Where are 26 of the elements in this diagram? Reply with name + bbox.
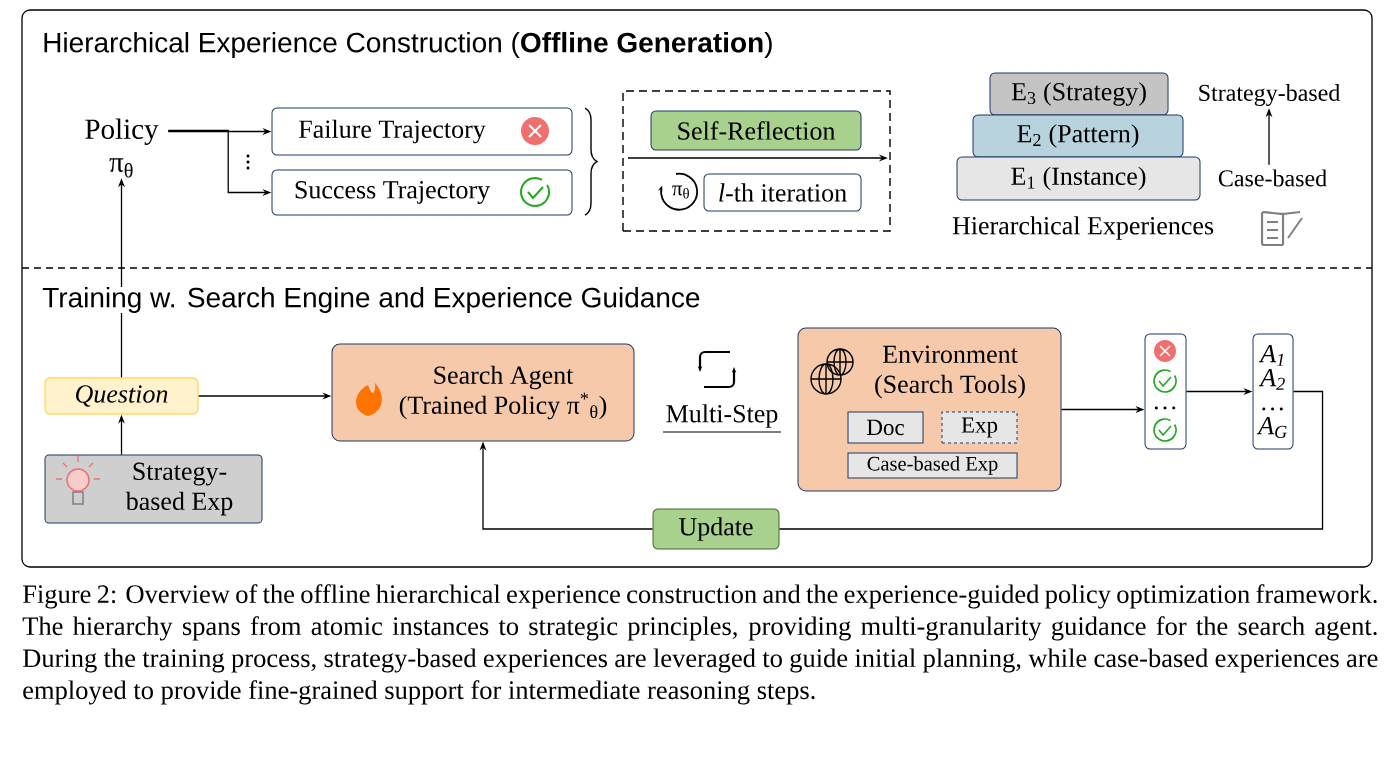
stack-caption: Hierarchical Experiences	[952, 216, 1214, 240]
tool-box: Exp	[941, 411, 1018, 444]
level-box: E$_{2}$ (Pattern)	[972, 114, 1184, 158]
agent-box: Search Agent (Trained Policy π$^{*}$$_{θ}$)	[331, 343, 635, 442]
level-box: E$_{1}$ (Instance)	[956, 156, 1201, 201]
trajectory-box: Failure Trajectory	[271, 107, 573, 156]
section-title: Hierarchical Experience Construction (Offline Generation)	[44, 31, 772, 59]
result-column: …	[1144, 333, 1187, 450]
iteration-box: l-th iteration	[703, 173, 862, 212]
tool-box: Case-based Exp	[847, 452, 1018, 479]
level-box: E$_{3}$ (Strategy)	[989, 72, 1169, 116]
level-label: Case-based	[1218, 169, 1327, 187]
policy-symbol: π$_{θ}$	[672, 185, 689, 199]
experience-box: Strategy-based Exp	[44, 454, 263, 524]
answer-column: A$_{1}$ A$_{2}$ … A$_{G}$	[1252, 333, 1294, 450]
dashed-frame	[622, 90, 891, 232]
section-title: Training w. Search Engine and Experience Guidance	[42, 286, 701, 314]
caption: Figure 2: Overview of the offline hierarchical experience construction and the experience-guided policy optimization framework. The hierarchy spans from atomic instances to strategic principles, providing multi-granularity guidance for the search agent. During the training process, strategy-based experiences are leveraged to guide initial planning, while case-based experiences are employed to provide fine-grained support for intermediate reasoning steps.	[22, 584, 1378, 705]
trajectory-box: Success Trajectory	[271, 169, 573, 216]
policy-label: Policy π$_{θ}$	[85, 118, 159, 178]
question-box: Question	[44, 377, 199, 415]
step-label: Multi-Step	[662, 404, 782, 433]
update-box: Update	[652, 508, 780, 550]
level-label: Strategy-based	[1199, 84, 1341, 106]
reflection-box: Self-Reflection	[650, 110, 862, 151]
tool-box: Doc	[847, 411, 924, 444]
